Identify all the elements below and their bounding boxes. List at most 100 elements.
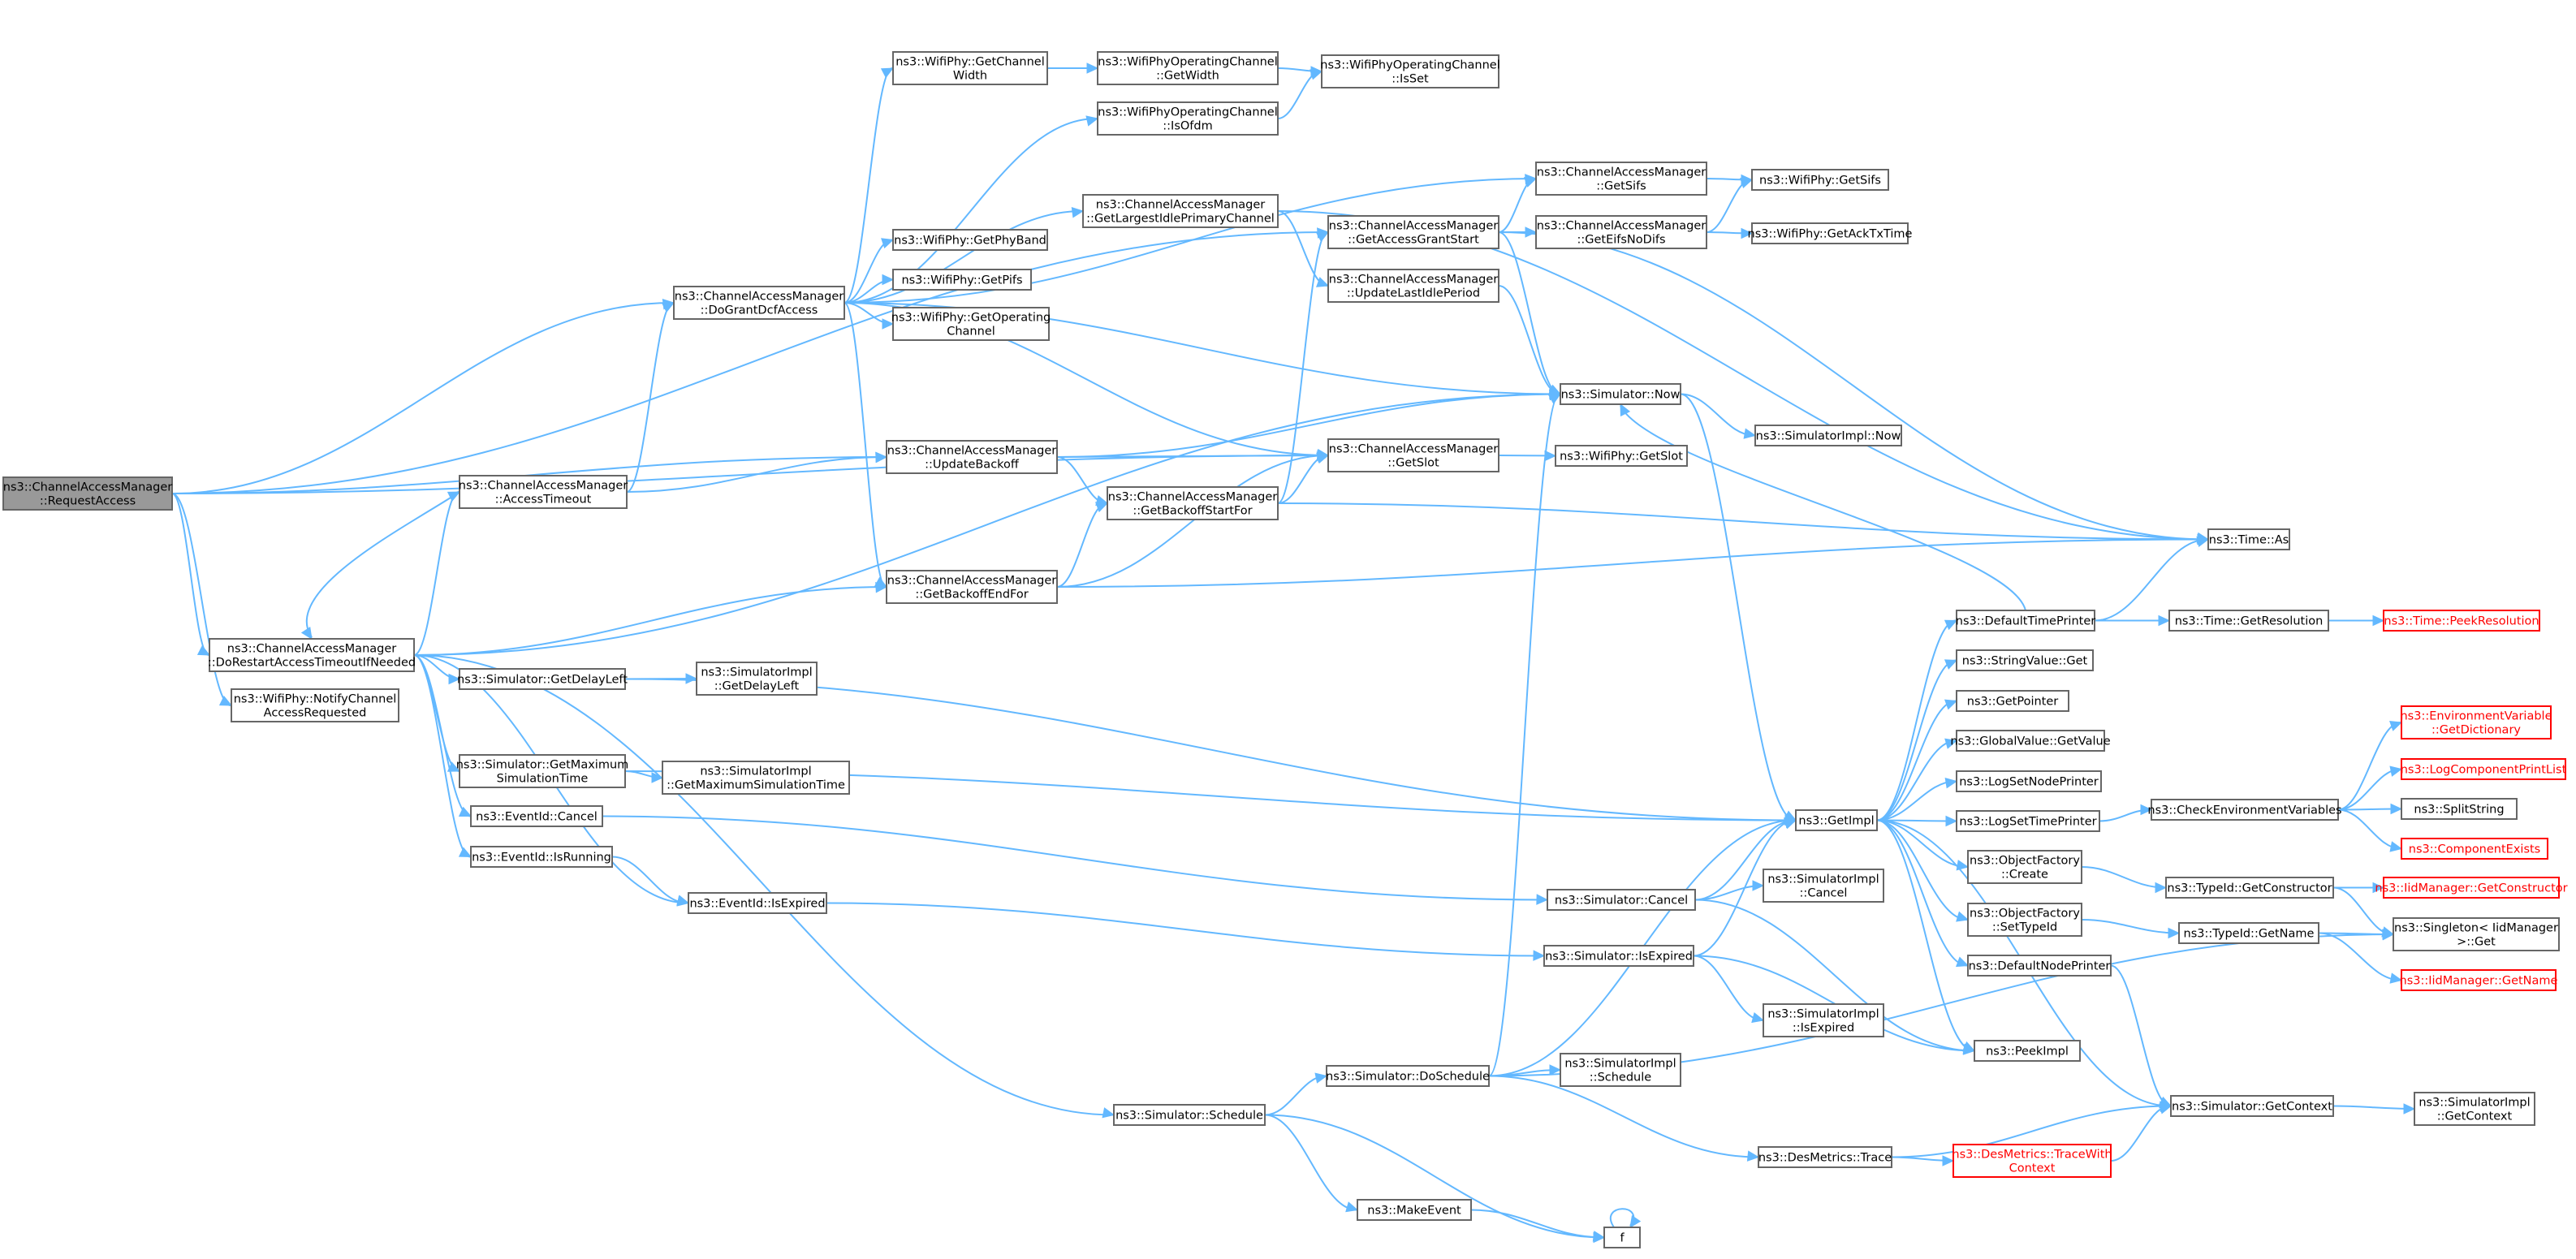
- edge-line: [844, 118, 1098, 304]
- node-log-set-time-printer[interactable]: ns3::LogSetTimePrinter: [1956, 810, 2100, 832]
- node-default-node-printer[interactable]: ns3::DefaultNodePrinter: [1967, 955, 2112, 977]
- node-cam-get-largest-idle[interactable]: ns3::ChannelAccessManager::GetLargestIdl…: [1082, 194, 1279, 228]
- node-phy-get-pifs[interactable]: ns3::WifiPhy::GetPifs: [892, 269, 1032, 291]
- node-make-event[interactable]: ns3::MakeEvent: [1357, 1199, 1472, 1221]
- node-cam-do-restart[interactable]: ns3::ChannelAccessManager::DoRestartAcce…: [208, 638, 416, 672]
- node-opch-is-set[interactable]: ns3::WifiPhyOperatingChannel::IsSet: [1320, 54, 1500, 88]
- node-typeid-get-constructor[interactable]: ns3::TypeId::GetConstructor: [2165, 877, 2334, 899]
- node-phy-notify-channel[interactable]: ns3::WifiPhy::NotifyChannelAccessRequest…: [231, 688, 399, 722]
- node-cam-get-backoff-end[interactable]: ns3::ChannelAccessManager::GetBackoffEnd…: [886, 570, 1058, 604]
- node-sim-get-context[interactable]: ns3::Simulator::GetContext: [2170, 1095, 2334, 1117]
- node-label: ::GetSifs: [1596, 180, 1646, 193]
- node-log-component-print-list[interactable]: ns3::LogComponentPrintList: [2401, 758, 2567, 780]
- node-label: ::RequestAccess: [40, 495, 136, 508]
- node-object-factory-create[interactable]: ns3::ObjectFactory::Create: [1967, 850, 2082, 884]
- node-label: ns3::Time::As: [2209, 534, 2289, 547]
- node-box: [892, 307, 1050, 341]
- node-peek-impl[interactable]: ns3::PeekImpl: [1974, 1040, 2081, 1062]
- node-opch-is-ofdm[interactable]: ns3::WifiPhyOperatingChannel::IsOfdm: [1097, 101, 1279, 136]
- node-default-time-printer[interactable]: ns3::DefaultTimePrinter: [1956, 610, 2095, 632]
- node-sim-get-max-time[interactable]: ns3::Simulator::GetMaximumSimulationTime: [456, 754, 629, 788]
- node-cam-get-slot[interactable]: ns3::ChannelAccessManager::GetSlot: [1327, 438, 1499, 472]
- edge-cam-do-grant-to-opch-is-ofdm: [844, 115, 1099, 304]
- node-component-exists[interactable]: ns3::ComponentExists: [2401, 838, 2548, 860]
- node-label: ns3::GlobalValue::GetValue: [1950, 735, 2110, 748]
- node-eventid-is-expired[interactable]: ns3::EventId::IsExpired: [688, 892, 827, 914]
- edge-arrowhead: [2389, 720, 2403, 731]
- edge-arrowhead: [300, 627, 313, 640]
- node-box: [1113, 1104, 1266, 1126]
- edge-arrowhead: [881, 238, 895, 249]
- node-cam-access-timeout[interactable]: ns3::ChannelAccessManager::AccessTimeout: [459, 475, 628, 509]
- node-simimpl-get-delay-left[interactable]: ns3::SimulatorImpl::GetDelayLeft: [696, 662, 818, 696]
- node-typeid-get-name[interactable]: ns3::TypeId::GetName: [2178, 922, 2319, 944]
- node-log-set-node-printer[interactable]: ns3::LogSetNodePrinter: [1956, 770, 2102, 792]
- node-eventid-cancel[interactable]: ns3::EventId::Cancel: [470, 805, 603, 827]
- node-simimpl-cancel[interactable]: ns3::SimulatorImpl::Cancel: [1763, 869, 1884, 903]
- node-sim-do-schedule[interactable]: ns3::Simulator::DoSchedule: [1326, 1065, 1490, 1087]
- edge-cam-update-last-idle-to-sim-now: [1498, 285, 1562, 395]
- node-time-as[interactable]: ns3::Time::As: [2207, 528, 2290, 550]
- node-label: ns3::SimulatorImpl: [2419, 1097, 2530, 1110]
- node-phy-get-ack-tx[interactable]: ns3::WifiPhy::GetAckTxTime: [1748, 222, 1913, 244]
- node-cam-get-backoff-start[interactable]: ns3::ChannelAccessManager::GetBackoffSta…: [1107, 486, 1279, 520]
- node-cam-get-access-grant[interactable]: ns3::ChannelAccessManager::GetAccessGran…: [1327, 215, 1499, 249]
- node-env-get-dictionary[interactable]: ns3::EnvironmentVariable::GetDictionary: [2400, 705, 2552, 739]
- node-simimpl-get-max-time[interactable]: ns3::SimulatorImpl::GetMaximumSimulation…: [662, 761, 850, 795]
- node-sim-is-expired[interactable]: ns3::Simulator::IsExpired: [1543, 945, 1694, 967]
- node-cam-get-eifs[interactable]: ns3::ChannelAccessManager::GetEifsNoDifs: [1535, 215, 1707, 249]
- node-object-factory-set-typeid[interactable]: ns3::ObjectFactory::SetTypeId: [1967, 903, 2082, 937]
- node-iid-get-constructor[interactable]: ns3::IidManager::GetConstructor: [2375, 877, 2568, 899]
- node-global-value-get[interactable]: ns3::GlobalValue::GetValue: [1950, 730, 2111, 752]
- node-split-string[interactable]: ns3::SplitString: [2401, 798, 2518, 820]
- node-f[interactable]: f: [1603, 1227, 1641, 1248]
- node-label: ns3::DefaultTimePrinter: [1956, 615, 2095, 628]
- node-label: Context: [2009, 1162, 2056, 1175]
- node-simimpl-get-context[interactable]: ns3::SimulatorImpl::GetContext: [2414, 1092, 2535, 1126]
- node-sim-cancel[interactable]: ns3::Simulator::Cancel: [1547, 889, 1696, 911]
- node-box: [209, 638, 415, 672]
- edge-sim-get-context-to-simimpl-get-context: [2332, 1103, 2416, 1115]
- node-des-metrics-trace[interactable]: ns3::DesMetrics::Trace: [1758, 1146, 1892, 1168]
- node-simimpl-schedule[interactable]: ns3::SimulatorImpl::Schedule: [1560, 1053, 1681, 1087]
- node-sim-schedule[interactable]: ns3::Simulator::Schedule: [1113, 1104, 1266, 1126]
- edge-arrowhead: [1743, 428, 1757, 439]
- node-check-env-vars[interactable]: ns3::CheckEnvironmentVariables: [2147, 799, 2342, 821]
- node-label: ns3::SimulatorImpl: [1564, 1058, 1676, 1071]
- node-cam-update-last-idle[interactable]: ns3::ChannelAccessManager::UpdateLastIdl…: [1327, 269, 1499, 303]
- node-sim-get-delay-left[interactable]: ns3::Simulator::GetDelayLeft: [457, 668, 628, 690]
- edge-line: [1264, 1114, 1357, 1211]
- node-label: ::GetWidth: [1156, 70, 1219, 83]
- node-string-value-get[interactable]: ns3::StringValue::Get: [1956, 649, 2094, 671]
- node-phy-get-sifs[interactable]: ns3::WifiPhy::GetSifs: [1751, 169, 1889, 191]
- node-simimpl-is-expired[interactable]: ns3::SimulatorImpl::IsExpired: [1763, 1003, 1884, 1037]
- node-cam-update-backoff[interactable]: ns3::ChannelAccessManager::UpdateBackoff: [886, 440, 1058, 474]
- node-cam-do-grant[interactable]: ns3::ChannelAccessManager::DoGrantDcfAcc…: [673, 286, 845, 320]
- node-sim-now[interactable]: ns3::Simulator::Now: [1560, 383, 1681, 405]
- edge-get-impl-to-peek-impl: [1876, 819, 1976, 1052]
- edge-arrowhead: [1549, 1064, 1562, 1076]
- node-time-peek-resolution[interactable]: ns3::Time::PeekResolution: [2383, 610, 2540, 632]
- node-eventid-is-running[interactable]: ns3::EventId::IsRunning: [470, 846, 613, 868]
- node-cam-get-sifs[interactable]: ns3::ChannelAccessManager::GetSifs: [1535, 162, 1707, 196]
- edge-line: [1277, 71, 1322, 119]
- node-simimpl-now[interactable]: ns3::SimulatorImpl::Now: [1754, 425, 1902, 446]
- edge-cam-do-grant-to-cam-get-largest-idle: [844, 207, 1085, 304]
- edge-arrowhead: [2390, 803, 2403, 815]
- node-get-impl[interactable]: ns3::GetImpl: [1795, 809, 1878, 831]
- node-phy-get-slot[interactable]: ns3::WifiPhy::GetSlot: [1555, 445, 1688, 467]
- edge-line: [1694, 819, 1796, 901]
- node-get-pointer[interactable]: ns3::GetPointer: [1956, 690, 2069, 712]
- node-time-get-resolution[interactable]: ns3::Time::GetResolution: [2168, 610, 2329, 632]
- node-opch-get-width[interactable]: ns3::WifiPhyOperatingChannel::GetWidth: [1097, 51, 1279, 85]
- node-label: ns3::WifiPhy::NotifyChannel: [234, 693, 397, 706]
- node-iid-get-name[interactable]: ns3::IidManager::GetName: [2400, 969, 2558, 991]
- node-label: Width: [953, 70, 987, 83]
- node-box: [2401, 758, 2566, 780]
- node-singleton-get[interactable]: ns3::Singleton< IidManager>::Get: [2393, 917, 2560, 951]
- edge-arrowhead: [1085, 115, 1099, 127]
- node-phy-get-phy-band[interactable]: ns3::WifiPhy::GetPhyBand: [892, 229, 1048, 251]
